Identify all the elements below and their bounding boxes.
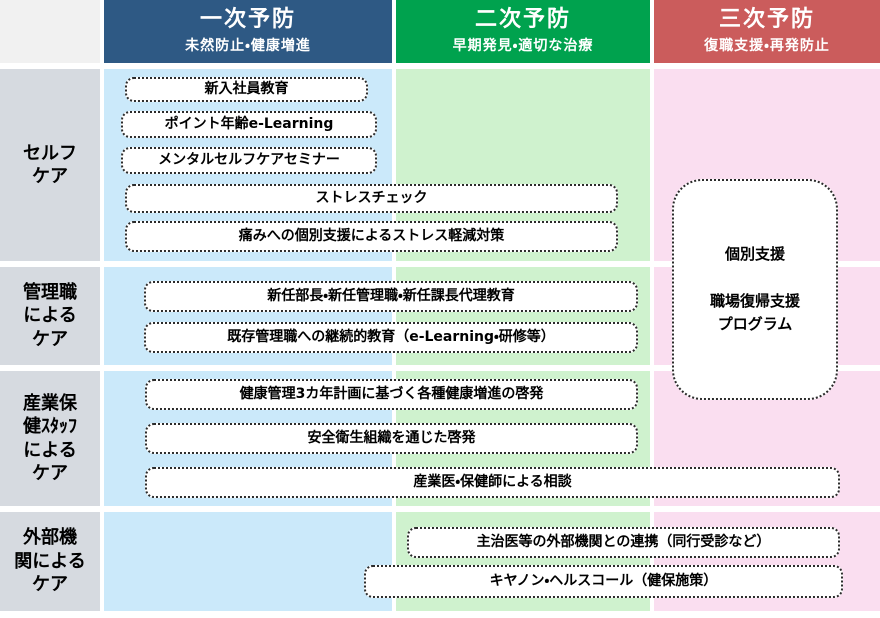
- measure-individual-support-return-to-work-program: 個別支援 職場復帰支援 プログラム: [672, 179, 838, 400]
- measure-canon-health-call: キヤノン・ヘルスコール（健保施策）: [364, 565, 843, 598]
- cell-external-primary: [104, 512, 392, 611]
- measure-new-manager-education: 新任部長・新任管理職・新任課長代理教育: [144, 281, 638, 312]
- measure-mental-selfcare-seminar: メンタルセルフケアセミナー: [121, 147, 377, 174]
- header-tertiary-subtitle: 復職支援・再発防止: [704, 37, 830, 54]
- header-secondary-prevention: 二次予防 早期発見・適切な治療: [396, 0, 650, 63]
- measure-existing-manager-education: 既存管理職への継続的教育（e-Learning・研修等）: [144, 322, 638, 353]
- measure-pain-individual-support: 痛みへの個別支援によるストレス軽減対策: [125, 221, 618, 252]
- header-secondary-subtitle: 早期発見・適切な治療: [452, 37, 594, 54]
- row-label-manager-care: 管理職 による ケア: [0, 267, 100, 365]
- header-primary-prevention: 一次予防 未然防止・健康増進: [104, 0, 392, 63]
- header-primary-title: 一次予防: [199, 7, 296, 33]
- row-label-oh-staff-care: 産業保 健ｽﾀｯﾌ による ケア: [0, 371, 100, 506]
- header-tertiary-title: 三次予防: [718, 7, 815, 33]
- row-label-selfcare: セルフ ケア: [0, 69, 100, 261]
- header-tertiary-prevention: 三次予防 復職支援・再発防止: [654, 0, 880, 63]
- measure-stress-check: ストレスチェック: [125, 184, 618, 213]
- row-label-external-care: 外部機 関による ケア: [0, 512, 100, 611]
- header-primary-subtitle: 未然防止・健康増進: [185, 37, 311, 54]
- measure-occupational-doctor-consult: 産業医・保健師による相談: [145, 467, 840, 498]
- measure-safety-hygiene-org: 安全衛生組織を通じた啓発: [145, 423, 638, 454]
- header-secondary-title: 二次予防: [474, 7, 571, 33]
- measure-new-employee-education: 新入社員教育: [125, 77, 368, 102]
- measure-point-age-elearning: ポイント年齢e-Learning: [121, 111, 377, 138]
- measure-health-3year-plan: 健康管理3カ年計画に基づく各種健康増進の啓発: [145, 379, 638, 410]
- measure-external-institution-cooperation: 主治医等の外部機関との連携（同行受診など）: [407, 527, 840, 558]
- corner-cell: [0, 0, 100, 63]
